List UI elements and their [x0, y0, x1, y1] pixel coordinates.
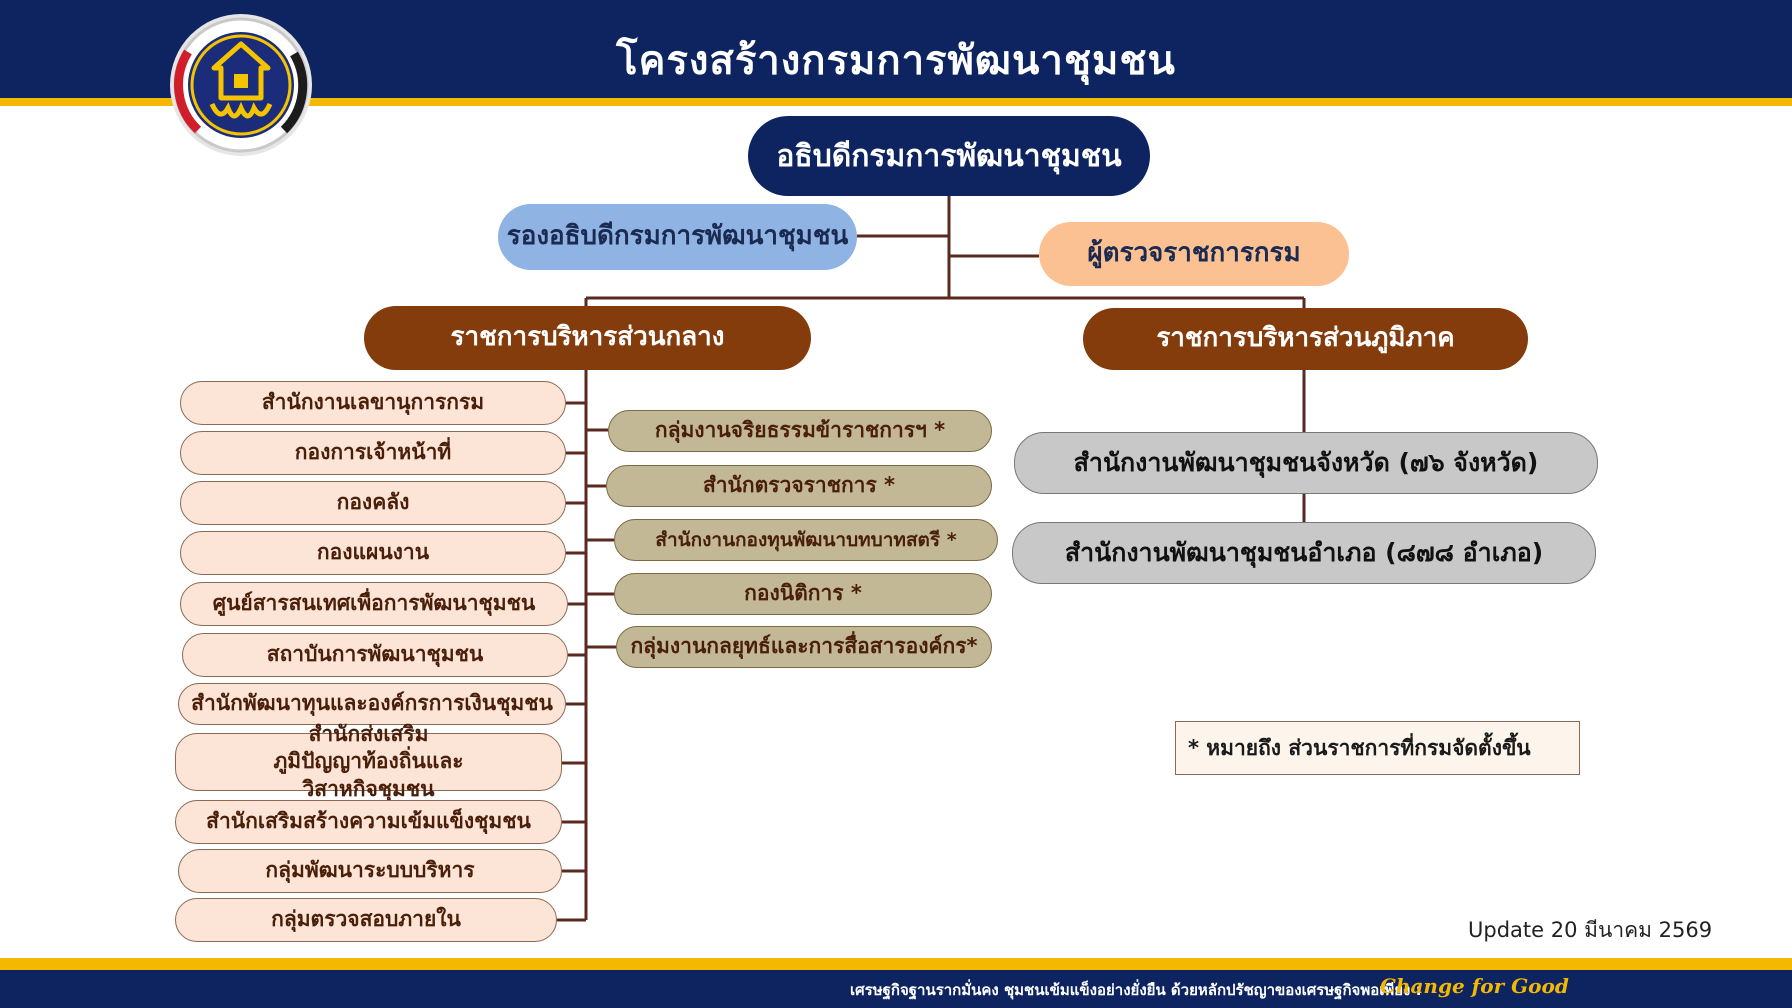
special-unit: กลุ่มงานกลยุทธ์และการสื่อสารองค์กร*	[616, 626, 992, 668]
director-box: อธิบดีกรมการพัฒนาชุมชน	[748, 116, 1150, 196]
central-unit: กองคลัง	[180, 481, 566, 525]
special-unit: กองนิติการ *	[614, 573, 992, 615]
legend-note: * หมายถึง ส่วนราชการที่กรมจัดตั้งขึ้น	[1175, 721, 1580, 775]
regional-unit: สำนักงานพัฒนาชุมชนอำเภอ (๘๗๘ อำเภอ)	[1012, 522, 1596, 584]
special-unit: กลุ่มงานจริยธรรมข้าราชการฯ *	[608, 410, 992, 452]
footer-tagline: Change for Good	[1380, 974, 1569, 998]
special-unit: สำนักงานกองทุนพัฒนาบทบาทสตรี *	[614, 519, 998, 561]
deputy-director-box: รองอธิบดีกรมการพัฒนาชุมชน	[498, 204, 857, 270]
central-unit: ศูนย์สารสนเทศเพื่อการพัฒนาชุมชน	[180, 582, 568, 626]
central-unit: สำนักพัฒนาทุนและองค์กรการเงินชุมชน	[178, 683, 566, 725]
special-unit: สำนักตรวจราชการ *	[606, 465, 992, 507]
central-unit: สถาบันการพัฒนาชุมชน	[182, 633, 568, 677]
central-admin-box: ราชการบริหารส่วนกลาง	[364, 306, 811, 370]
central-unit: กลุ่มตรวจสอบภายใน	[175, 898, 557, 942]
central-unit: กลุ่มพัฒนาระบบบริหาร	[178, 849, 562, 893]
update-date: Update 20 มีนาคม 2569	[1468, 918, 1713, 942]
central-unit: สำนักเสริมสร้างความเข้มแข็งชุมชน	[175, 800, 562, 844]
footer-slogan: เศรษฐกิจฐานรากมั่นคง ชุมชนเข้มแข็งอย่างย…	[850, 981, 1422, 999]
central-unit: สำนักส่งเสริมภูมิปัญญาท้องถิ่นและวิสาหกิ…	[175, 722, 562, 801]
header-stripe	[0, 98, 1792, 106]
footer-bar	[0, 970, 1792, 1008]
inspector-box: ผู้ตรวจราชการกรม	[1039, 222, 1349, 286]
central-unit: กองการเจ้าหน้าที่	[180, 431, 566, 475]
footer-stripe	[0, 958, 1792, 972]
regional-unit: สำนักงานพัฒนาชุมชนจังหวัด (๗๖ จังหวัด)	[1014, 432, 1598, 494]
page-title: โครงสร้างกรมการพัฒนาชุมชน	[616, 38, 1176, 84]
central-unit: กองแผนงาน	[180, 531, 566, 575]
department-emblem-icon	[168, 12, 314, 158]
central-unit: สำนักงานเลขานุการกรม	[180, 381, 566, 425]
regional-admin-box: ราชการบริหารส่วนภูมิภาค	[1083, 308, 1528, 370]
